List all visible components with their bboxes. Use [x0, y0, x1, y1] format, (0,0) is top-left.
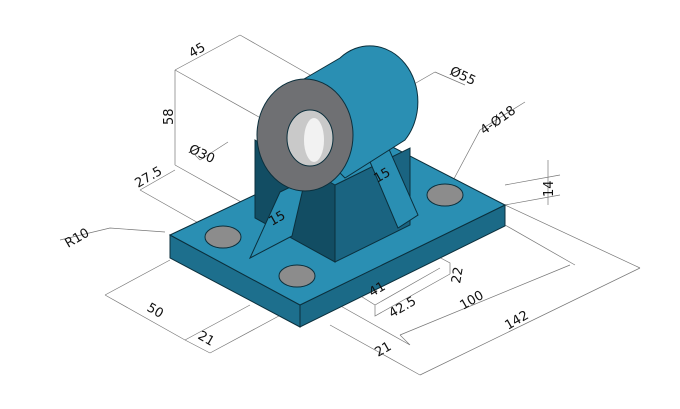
dim-rib-right: 15 [372, 165, 394, 186]
dim-22: 22 [449, 266, 467, 285]
dim-boss-diameter: Ø55 [447, 64, 478, 89]
dim-bore-diameter: Ø30 [186, 142, 217, 167]
mounting-hole [278, 264, 316, 288]
dim-45: 45 [187, 40, 209, 61]
dim-142: 142 [503, 308, 532, 333]
dim-100: 100 [458, 288, 487, 313]
dim-rib-left: 15 [267, 208, 289, 229]
mounting-hole [204, 225, 242, 249]
dim-58: 58 [162, 108, 177, 125]
dim-21-left: 21 [195, 328, 217, 349]
cylinder-boss [256, 45, 419, 192]
dim-14: 14 [542, 180, 557, 197]
dim-41: 41 [367, 279, 389, 300]
dim-50: 50 [144, 300, 166, 321]
dim-21-right: 21 [373, 339, 395, 360]
mounting-hole [426, 183, 464, 207]
dimension-lines [59, 34, 641, 376]
dim-holes: 4-Ø18 [478, 103, 519, 138]
dim-42-5: 42.5 [387, 294, 420, 321]
bore-highlight [304, 118, 324, 162]
dim-radius: R10 [63, 226, 93, 252]
dim-27-5: 27.5 [133, 164, 166, 191]
